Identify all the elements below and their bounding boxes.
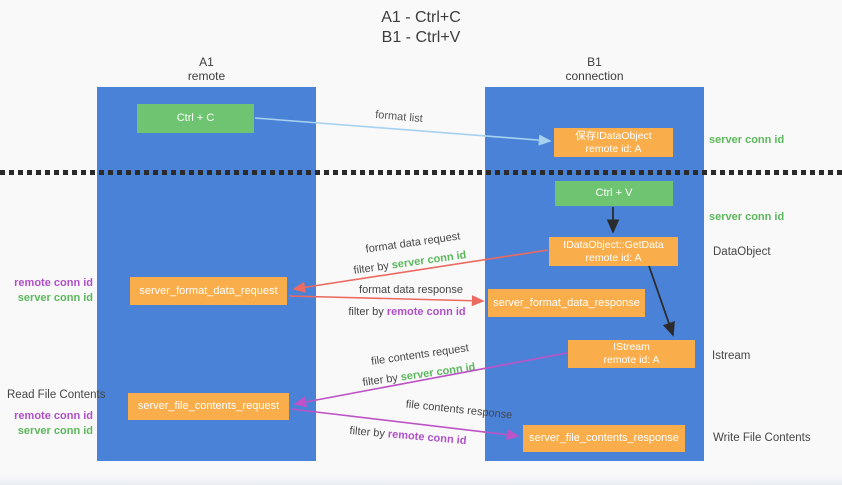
- node-save-idataobject-line2: remote id: A: [585, 142, 642, 155]
- label-remote-conn-id-file: remote conn id: [14, 410, 93, 422]
- node-save-idataobject: 保存IDataObject remote id: A: [554, 128, 673, 157]
- diagram-title: A1 - Ctrl+C B1 - Ctrl+V: [0, 8, 842, 48]
- node-ctrl-c: Ctrl + C: [137, 104, 254, 133]
- node-format-response-label: server_format_data_response: [493, 296, 640, 309]
- lifeline-b1-sub: connection: [565, 69, 624, 83]
- title-line-1: A1 - Ctrl+C: [381, 9, 461, 26]
- node-server-format-data-request: server_format_data_request: [130, 277, 287, 305]
- msg-server-conn-id-2: server conn id: [399, 361, 477, 384]
- msg-format-list: format list: [374, 108, 424, 126]
- label-istream: Istream: [712, 350, 751, 362]
- msg-filter-by-4: filter by: [349, 424, 386, 440]
- conn-id-stack-file: remote conn id server conn id: [0, 409, 93, 439]
- lifeline-header-b1: B1 connection: [485, 55, 704, 83]
- node-format-request-label: server_format_data_request: [139, 284, 278, 297]
- label-write-file-contents: Write File Contents: [713, 432, 811, 444]
- msg-remote-conn-id-1: remote conn id: [386, 306, 466, 318]
- msg-filter-by-1: filter by: [352, 260, 390, 277]
- node-idataobject-getdata: IDataObject::GetData remote id: A: [549, 237, 678, 266]
- label-dataobject: DataObject: [713, 246, 771, 258]
- node-istream: IStream remote id: A: [568, 340, 695, 368]
- node-server-file-contents-response: server_file_contents_response: [523, 425, 685, 452]
- label-read-file-contents: Read File Contents: [7, 389, 106, 401]
- node-istream-line2: remote id: A: [603, 354, 660, 366]
- lifeline-a1-sub: remote: [187, 69, 226, 83]
- node-file-response-label: server_file_contents_response: [529, 432, 679, 444]
- node-ctrl-v-label: Ctrl + V: [595, 187, 633, 199]
- conn-id-stack-format: remote conn id server conn id: [0, 276, 93, 306]
- node-save-idataobject-line1: 保存IDataObject: [575, 129, 652, 142]
- phase-divider-dotted-line: [0, 170, 842, 175]
- msg-filter-by-3: filter by: [361, 372, 399, 389]
- label-server-conn-id-mid: server conn id: [709, 211, 785, 223]
- node-server-format-data-response: server_format_data_response: [488, 289, 645, 317]
- lifeline-a1-name: A1: [199, 55, 214, 69]
- msg-server-conn-id-1: server conn id: [390, 249, 468, 272]
- node-ctrl-c-label: Ctrl + C: [176, 112, 215, 124]
- label-remote-conn-id-format: remote conn id: [14, 277, 93, 289]
- bottom-edge-strip: [0, 475, 842, 485]
- node-file-request-label: server_file_contents_request: [137, 400, 280, 412]
- node-istream-line1: IStream: [613, 341, 650, 353]
- msg-format-data-response: format data response: [359, 284, 463, 296]
- lifeline-b1-name: B1: [587, 55, 602, 69]
- node-getdata-line1: IDataObject::GetData: [563, 238, 664, 251]
- title-line-2: B1 - Ctrl+V: [381, 29, 461, 46]
- arrow-format-data-response: [288, 295, 485, 307]
- label-server-conn-id-top: server conn id: [709, 134, 785, 146]
- label-server-conn-id-file: server conn id: [17, 425, 93, 437]
- node-getdata-line2: remote id: A: [585, 251, 642, 264]
- msg-remote-conn-id-2: remote conn id: [387, 428, 467, 448]
- lifeline-header-a1: A1 remote: [97, 55, 316, 83]
- msg-filter-by-2: filter by: [348, 306, 384, 318]
- label-server-conn-id-format: server conn id: [17, 292, 93, 304]
- node-server-file-contents-request: server_file_contents_request: [128, 393, 289, 420]
- node-ctrl-v: Ctrl + V: [555, 181, 673, 206]
